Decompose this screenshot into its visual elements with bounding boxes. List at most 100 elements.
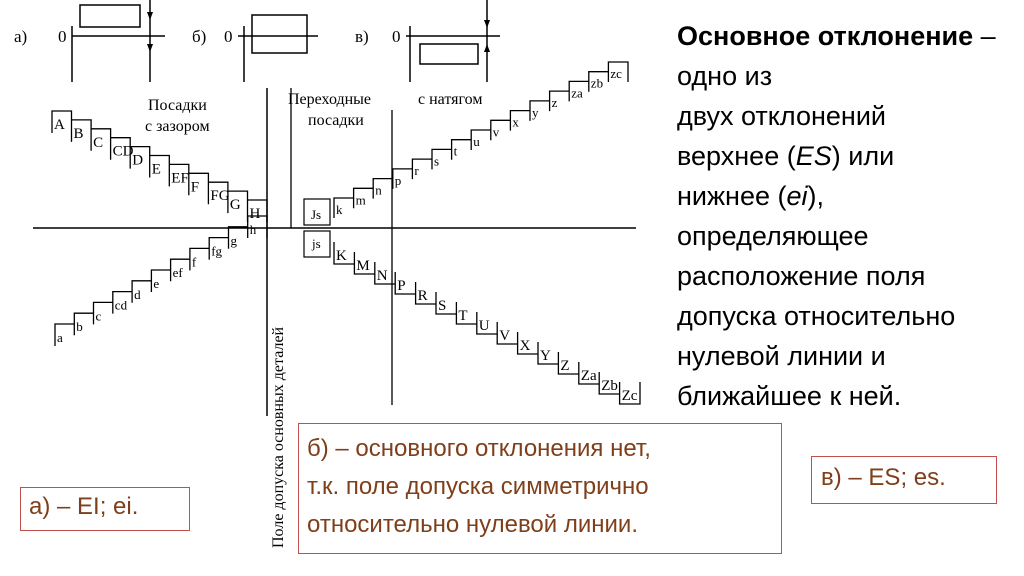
clearance-label-1: Посадки — [148, 97, 207, 114]
stair-line-shafts-left — [54, 215, 268, 346]
definition-es: ES — [795, 141, 832, 171]
panel-c-tolerance-box — [419, 43, 479, 65]
deviation-label-shafts-right-13: zb — [591, 76, 603, 91]
definition-line4-post: ), — [807, 181, 825, 211]
panel-c: в) 0 — [355, 0, 500, 82]
panel-a-label: а) — [14, 27, 27, 46]
deviation-label-holes-right-6: T — [458, 308, 467, 324]
panel-a-zero: 0 — [58, 27, 67, 46]
js-box — [303, 230, 331, 258]
deviation-label-shafts-left-5: e — [153, 276, 159, 291]
deviation-label-holes-left-8: FG — [210, 188, 229, 204]
note-a-text: а) – EI; ei. — [29, 493, 139, 520]
deviation-label-holes-left-5: E — [152, 162, 161, 178]
deviation-label-holes-right-3: P — [397, 278, 405, 294]
deviation-label-holes-right-9: X — [520, 338, 531, 354]
definition-line7: допуска относительно — [677, 301, 956, 331]
deviation-label-holes-left-0: A — [54, 117, 65, 133]
deviation-label-holes-right-11: Z — [560, 358, 569, 374]
deviation-label-holes-left-2: C — [93, 135, 103, 151]
deviation-label-holes-left-7: F — [191, 179, 199, 195]
note-b-line1: б) – основного отклонения нет, — [307, 435, 651, 462]
definition-line3-post: ) или — [831, 141, 895, 171]
note-b-line2: т.к. поле допуска симметрично — [307, 473, 649, 500]
deviation-label-holes-left-6: EF — [171, 170, 189, 186]
definition-ei: ei — [786, 181, 808, 211]
deviation-label-holes-left-1: B — [74, 126, 84, 142]
deviation-label-holes-right-14: Zc — [622, 388, 638, 404]
definition-line9: ближайшее к ней. — [677, 381, 902, 411]
stair-line-holes-right — [333, 242, 641, 405]
deviation-label-holes-right-12: Za — [581, 368, 597, 384]
note-b: б) – основного отклонения нет, т.к. поле… — [298, 423, 782, 554]
note-b-line3: относительно нулевой линии. — [307, 511, 638, 538]
deviation-label-holes-right-0: K — [336, 248, 347, 264]
panel-b-label: б) — [192, 27, 206, 46]
deviation-label-holes-right-2: N — [377, 268, 388, 284]
note-c-text: в) – ES; es. — [821, 464, 946, 491]
deviation-label-shafts-right-3: p — [395, 173, 402, 188]
panel-a: а) 0 — [14, 0, 165, 82]
deviation-label-shafts-left-9: g — [231, 233, 238, 248]
deviation-label-shafts-right-11: z — [552, 95, 558, 110]
deviation-label-holes-right-7: U — [479, 318, 490, 334]
deviation-label-shafts-left-2: c — [96, 308, 102, 323]
deviation-label-shafts-right-7: u — [473, 134, 480, 149]
deviation-label-holes-left-9: G — [230, 197, 241, 213]
interference-label: с натягом — [418, 91, 482, 108]
panel-b: б) 0 — [192, 14, 318, 82]
Js-box — [303, 198, 331, 226]
stair-line-shafts-right — [333, 61, 629, 218]
definition-line5: определяющее — [677, 221, 869, 251]
deviation-label-shafts-left-3: cd — [115, 298, 128, 313]
deviation-label-holes-right-8: V — [499, 328, 510, 344]
deviation-label-shafts-right-10: y — [532, 105, 539, 120]
panel-b-zero: 0 — [224, 27, 233, 46]
deviation-label-holes-right-10: Y — [540, 348, 551, 364]
definition-line2: двух отклонений — [677, 101, 886, 131]
deviation-label-holes-right-13: Zb — [601, 378, 618, 394]
deviation-label-holes-left-4: D — [132, 153, 143, 169]
deviation-label-holes-left-10: H — [250, 206, 261, 222]
vertical-axis-label: Поле допуска основных деталей — [270, 326, 287, 548]
tolerance-deviation-diagram: а) 0 б) 0 в) 0 Посадки с зазором Переход… — [14, 0, 641, 548]
deviation-label-shafts-right-14: zc — [610, 66, 622, 81]
deviation-label-shafts-right-9: x — [512, 115, 519, 130]
definition-text: Основное отклонение – одно из двух откло… — [677, 16, 1017, 416]
stair-line-holes-left — [51, 110, 268, 222]
note-a: а) – EI; ei. — [20, 487, 190, 531]
definition-line1-rest: – одно из — [677, 21, 996, 91]
deviation-label-shafts-right-4: r — [414, 163, 419, 178]
definition-term: Основное отклонение — [677, 21, 974, 51]
deviation-label-shafts-right-8: v — [493, 124, 500, 139]
deviation-label-shafts-left-0: a — [57, 330, 63, 345]
panel-b-tolerance-box — [251, 14, 308, 54]
deviation-label-shafts-right-12: za — [571, 85, 583, 100]
transition-label-2: посадки — [308, 112, 364, 129]
deviation-label-shafts-right-1: m — [356, 192, 366, 207]
deviation-label-shafts-left-1: b — [76, 319, 83, 334]
deviation-label-shafts-right-5: s — [434, 153, 439, 168]
deviation-label-holes-right-5: S — [438, 298, 446, 314]
deviation-label-shafts-right-2: n — [375, 183, 382, 198]
panel-a-tolerance-box — [79, 4, 141, 28]
transition-label-1: Переходные — [288, 91, 371, 108]
definition-line8: нулевой линии и — [677, 341, 886, 371]
deviation-label-shafts-left-6: ef — [173, 265, 184, 280]
deviation-label-shafts-right-6: t — [454, 144, 458, 159]
definition-line4-pre: нижнее ( — [677, 181, 787, 211]
definition-line6: расположение поля — [677, 261, 926, 291]
deviation-label-holes-right-1: M — [356, 258, 369, 274]
deviation-label-shafts-left-7: f — [192, 254, 197, 269]
deviation-stairs: ABCCDDEEFFFGGHabccddeefffgghkmnprstuvxyz… — [51, 61, 641, 405]
deviation-label-shafts-left-8: fg — [211, 244, 222, 259]
panel-c-label: в) — [355, 27, 369, 46]
deviation-label-shafts-right-0: k — [336, 202, 343, 217]
deviation-label-shafts-left-10: h — [250, 222, 257, 237]
clearance-label-2: с зазором — [145, 118, 210, 135]
js-label: js — [311, 236, 321, 251]
Js-label: Js — [311, 207, 321, 222]
note-c: в) – ES; es. — [811, 456, 997, 504]
deviation-label-holes-right-4: R — [418, 288, 428, 304]
definition-line3-pre: верхнее ( — [677, 141, 796, 171]
